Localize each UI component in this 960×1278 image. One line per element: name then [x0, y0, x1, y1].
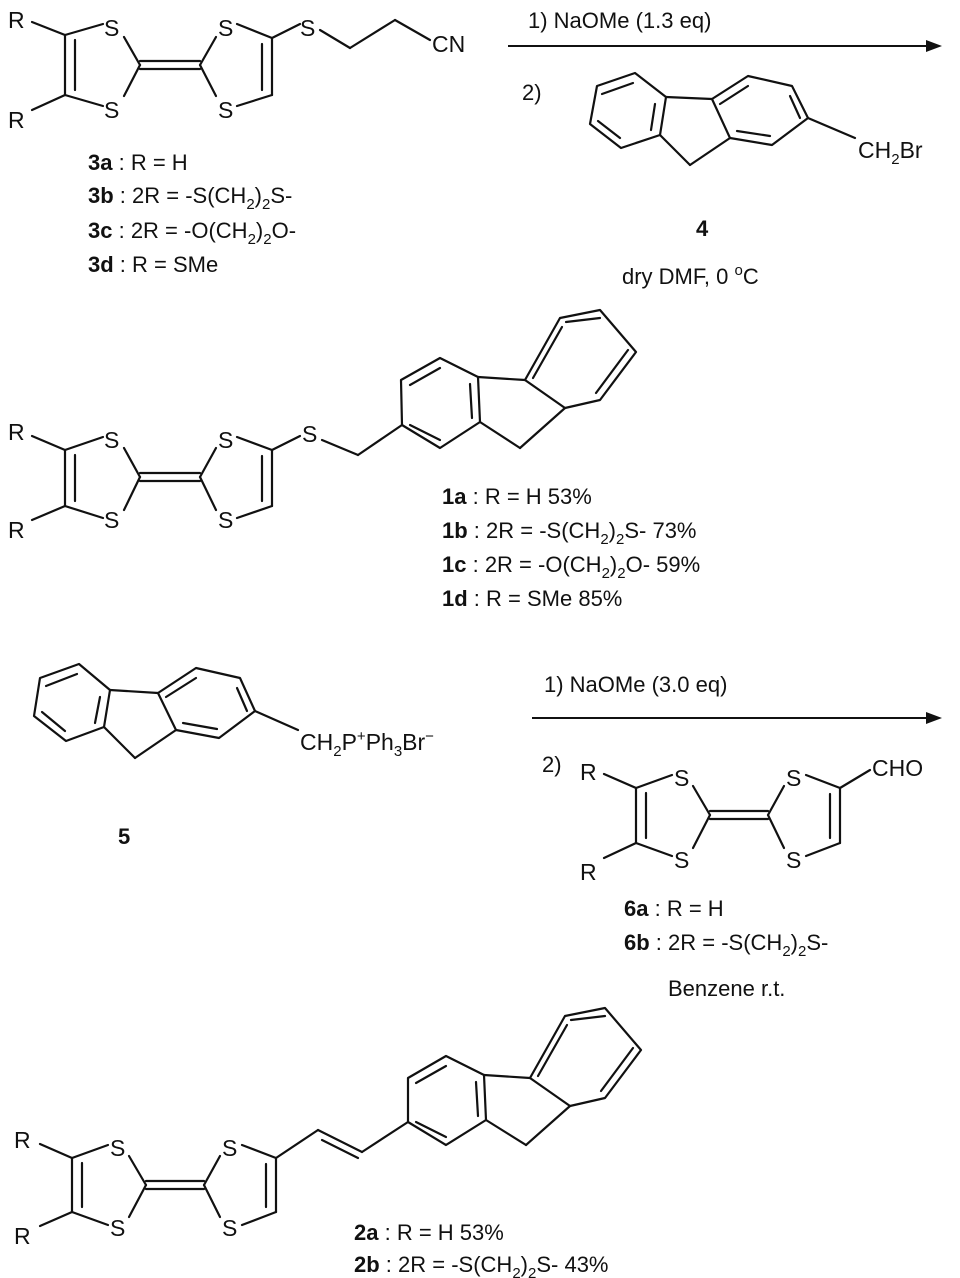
sulfur-label: S — [786, 847, 801, 873]
label-3c: 3c : 2R = -O(CH2)2O- — [88, 218, 296, 248]
compound-2-structure: R R S S S S — [14, 1006, 643, 1249]
compound-1-labels: 1a : R = H 53% 1b : 2R = -S(CH2)2S- 73% … — [442, 484, 700, 611]
label-6a: 6a : R = H — [624, 896, 724, 921]
sulfur-label: S — [218, 15, 233, 41]
step-1-conditions: 1) NaOMe (1.3 eq) 2) CH2Br 4 dry DMF, 0 … — [508, 8, 942, 289]
ch2br-label: CH2Br — [858, 137, 923, 168]
sulfur-label: S — [110, 1135, 125, 1161]
r-group-label: R — [14, 1223, 31, 1249]
compound-4-number: 4 — [696, 216, 709, 241]
label-6b: 6b : 2R = -S(CH2)2S- — [624, 930, 828, 960]
compound-5-structure: CH2P+Ph3Br− 5 — [32, 662, 434, 849]
compound-3-labels: 3a : R = H 3b : 2R = -S(CH2)2S- 3c : 2R … — [88, 150, 296, 277]
sulfur-label: S — [218, 97, 233, 123]
sulfur-label: S — [218, 507, 233, 533]
sulfur-label: S — [110, 1215, 125, 1241]
compound-1-structure: R R S S S S S — [8, 308, 638, 543]
r-group-label: R — [8, 419, 25, 445]
label-3a: 3a : R = H — [88, 150, 188, 175]
r-group-label: R — [14, 1127, 31, 1153]
label-1a: 1a : R = H 53% — [442, 484, 592, 509]
label-3b: 3b : 2R = -S(CH2)2S- — [88, 183, 292, 213]
compound-4-structure — [588, 71, 857, 167]
condition-step-2: 2) — [522, 80, 542, 105]
condition-step-2b: 2) — [542, 752, 562, 777]
nitrile-label: CN — [432, 31, 465, 57]
sulfur-label: S — [786, 765, 801, 791]
sulfur-label: S — [300, 15, 315, 41]
condition-solvent-2: Benzene r.t. — [668, 976, 785, 1001]
r-group-label: R — [8, 7, 25, 33]
aldehyde-label: CHO — [872, 755, 923, 781]
sulfur-label: S — [218, 427, 233, 453]
condition-naome-2: 1) NaOMe (3.0 eq) — [544, 672, 727, 697]
label-2a: 2a : R = H 53% — [354, 1220, 504, 1245]
sulfur-label: S — [104, 97, 119, 123]
label-1b: 1b : 2R = -S(CH2)2S- 73% — [442, 518, 697, 548]
r-group-label: R — [580, 759, 597, 785]
r-group-label: R — [8, 107, 25, 133]
label-1c: 1c : 2R = -O(CH2)2O- 59% — [442, 552, 700, 582]
sulfur-label: S — [104, 507, 119, 533]
r-group-label: R — [580, 859, 597, 885]
label-2b: 2b : 2R = -S(CH2)2S- 43% — [354, 1252, 609, 1278]
label-3d: 3d : R = SMe — [88, 252, 218, 277]
sulfur-label: S — [222, 1215, 237, 1241]
sulfur-label: S — [222, 1135, 237, 1161]
r-group-label: R — [8, 517, 25, 543]
label-1d: 1d : R = SMe 85% — [442, 586, 622, 611]
sulfur-label: S — [674, 765, 689, 791]
condition-solvent-1: dry DMF, 0 oC — [622, 262, 759, 289]
compound-3-structure: R R S S S S S CN — [8, 7, 465, 133]
sulfur-label: S — [104, 427, 119, 453]
step-2-conditions: 1) NaOMe (3.0 eq) 2) R R S S S — [532, 672, 942, 1001]
compound-2-labels: 2a : R = H 53% 2b : 2R = -S(CH2)2S- 43% — [354, 1220, 609, 1278]
phosphonium-label: CH2P+Ph3Br− — [300, 728, 434, 760]
sulfur-label: S — [302, 421, 317, 447]
sulfur-label: S — [104, 15, 119, 41]
condition-naome-1: 1) NaOMe (1.3 eq) — [528, 8, 711, 33]
sulfur-label: S — [674, 847, 689, 873]
compound-5-number: 5 — [118, 824, 130, 849]
compound-6-structure: R R S S S S CHO — [580, 755, 923, 885]
